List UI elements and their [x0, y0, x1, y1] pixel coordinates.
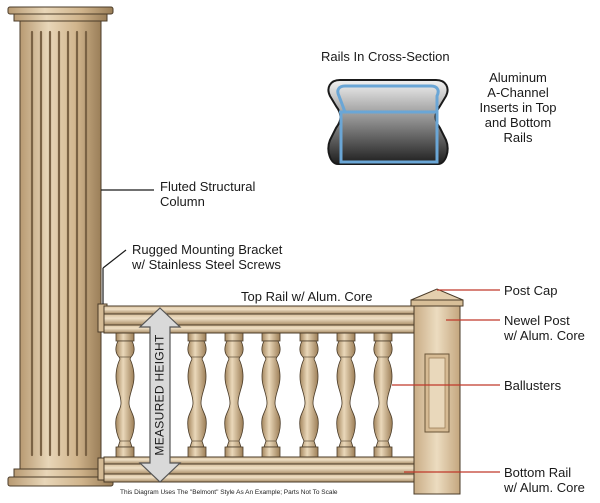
top-rail-label: Top Rail w/ Alum. Core: [241, 289, 373, 304]
newel-post-label: Newel Post w/ Alum. Core: [504, 313, 585, 343]
measured-height-arrow: [138, 307, 182, 483]
bottom-rail-label: Bottom Rail w/ Alum. Core: [504, 465, 585, 495]
newel-post: [410, 288, 464, 495]
fluted-column: [7, 6, 114, 487]
post-cap-label: Post Cap: [504, 283, 558, 298]
mounting-bracket-label: Rugged Mounting Bracket w/ Stainless Ste…: [132, 242, 283, 272]
rail-cross-section: [327, 79, 449, 165]
leader-lines: [101, 189, 500, 473]
cross-section-title: Rails In Cross-Section: [321, 49, 450, 64]
fluted-column-label: Fluted Structural Column: [160, 179, 256, 209]
balusters-label: Ballusters: [504, 378, 562, 393]
measured-height-label: MEASURED HEIGHT: [152, 334, 167, 456]
footnote: This Diagram Uses The "Belmont" Style As…: [120, 489, 338, 496]
aluminum-inserts-label: Aluminum A-Channel Inserts in Top and Bo…: [479, 70, 557, 145]
